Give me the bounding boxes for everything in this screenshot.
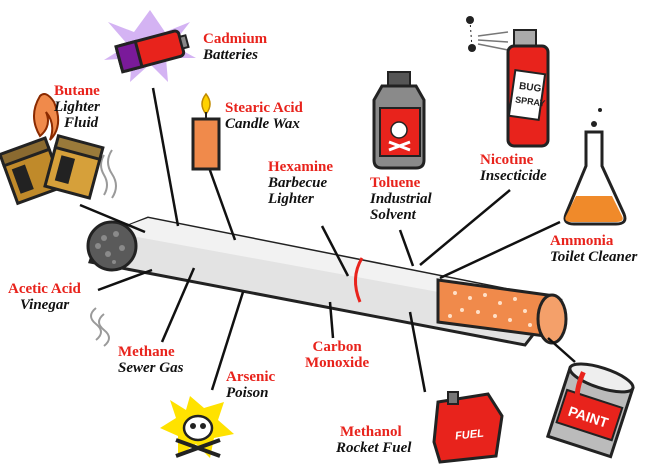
label-use: Poison bbox=[226, 384, 269, 401]
label-methanol: Methanol Rocket Fuel bbox=[336, 424, 412, 457]
label-use: Vinegar bbox=[20, 296, 70, 313]
solvent-bottle-icon bbox=[372, 71, 426, 170]
label-use: Toilet Cleaner bbox=[550, 248, 638, 265]
label-use: Batteries bbox=[203, 46, 258, 63]
svg-text:BUG: BUG bbox=[518, 81, 542, 95]
label-cadmium: Cadmium Batteries bbox=[203, 31, 268, 64]
label-arsenic: Arsenic Poison bbox=[226, 369, 276, 402]
lighter-icon bbox=[0, 93, 105, 206]
skull-crossbones-icon bbox=[160, 396, 234, 458]
label-chemical: Monoxide bbox=[305, 354, 370, 371]
label-use: Sewer Gas bbox=[118, 359, 184, 376]
flask-icon bbox=[563, 108, 627, 226]
label-chemical: Ammonia bbox=[550, 233, 614, 249]
label-chemical: Toluene bbox=[370, 175, 421, 191]
label-toluene: Toluene Industrial Solvent bbox=[370, 175, 432, 223]
label-stearic-acid: Stearic Acid Candle Wax bbox=[225, 100, 303, 133]
label-methane: Methane Sewer Gas bbox=[118, 344, 184, 377]
label-use: Fluid bbox=[64, 114, 99, 131]
label-chemical: Nicotine bbox=[480, 152, 534, 168]
label-use: Lighter bbox=[268, 190, 314, 207]
fuel-can-icon: FUEL bbox=[432, 391, 504, 464]
label-chemical: Hexamine bbox=[268, 159, 333, 175]
paint-can-icon: PAINT bbox=[545, 362, 635, 459]
label-chemical: Carbon bbox=[312, 339, 362, 355]
label-use: Barbecue bbox=[268, 174, 328, 191]
label-ammonia: Ammonia Toilet Cleaner bbox=[550, 233, 638, 266]
svg-text:FUEL: FUEL bbox=[455, 428, 485, 443]
label-chemical: Arsenic bbox=[226, 369, 276, 385]
label-use: Industrial bbox=[370, 190, 432, 207]
label-chemical: Methane bbox=[118, 344, 175, 360]
label-use: Rocket Fuel bbox=[336, 439, 412, 456]
label-carbon-monoxide: Carbon Monoxide bbox=[305, 339, 370, 372]
label-hexamine: Hexamine Barbecue Lighter bbox=[268, 159, 333, 207]
battery-icon bbox=[104, 10, 196, 82]
label-nicotine: Nicotine Insecticide bbox=[480, 152, 547, 185]
label-chemical: Stearic Acid bbox=[225, 100, 303, 116]
label-use: Insecticide bbox=[480, 167, 547, 184]
label-use: Candle Wax bbox=[225, 115, 300, 132]
label-use: Solvent bbox=[370, 206, 416, 223]
candle-icon bbox=[191, 92, 221, 171]
leader-lines bbox=[79, 87, 576, 393]
label-acetic-acid: Acetic Acid Vinegar bbox=[8, 281, 81, 314]
label-chemical: Acetic Acid bbox=[8, 281, 81, 297]
label-butane: Butane Lighter Fluid bbox=[54, 83, 100, 131]
label-chemical: Methanol bbox=[340, 424, 402, 440]
label-chemical: Cadmium bbox=[203, 31, 268, 47]
label-chemical: Butane bbox=[54, 83, 100, 99]
smoke-wisps bbox=[90, 149, 117, 347]
bug-spray-can-icon: BUG SPRAY bbox=[466, 16, 550, 148]
label-use: Lighter bbox=[54, 98, 100, 115]
svg-text:SPRAY: SPRAY bbox=[515, 94, 546, 108]
